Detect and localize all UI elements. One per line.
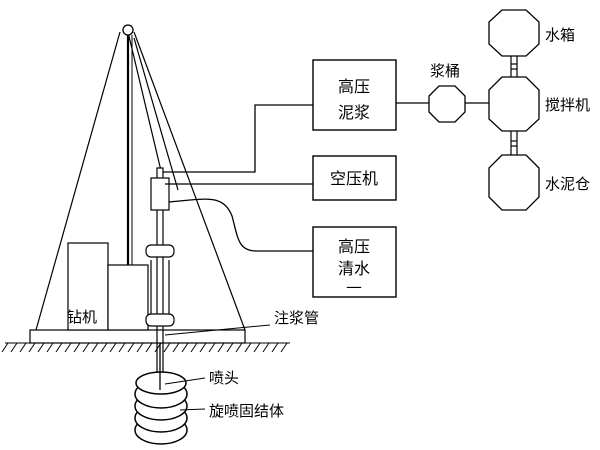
- derrick: [35, 31, 246, 331]
- nozzle-label: 喷头: [209, 369, 239, 387]
- grout-pipe: [145, 167, 175, 385]
- air-compressor-label: 空压机: [330, 169, 378, 188]
- ground: [1, 342, 290, 353]
- pulley: [122, 24, 134, 36]
- ground-hatch: [55, 342, 63, 353]
- tank-links: [465, 56, 518, 155]
- ground-hatch: [118, 342, 126, 353]
- leader-lines: [164, 324, 271, 411]
- supply-lines: [163, 104, 313, 252]
- ground-hatch: [217, 342, 225, 353]
- tanks: [428, 9, 540, 211]
- ground-hatch: [253, 342, 261, 353]
- cement-silo: [488, 154, 540, 211]
- ground-hatch: [271, 342, 279, 353]
- jet-grout-body-label: 旋喷固结体: [209, 402, 284, 420]
- ground-hatch: [127, 342, 135, 353]
- ground-hatch: [262, 342, 270, 353]
- high-pressure-water-line3: —: [346, 277, 362, 296]
- ground-hatch: [190, 342, 198, 353]
- high-pressure-water-box: [312, 226, 397, 298]
- high-pressure-slurry-line1: 高压: [338, 77, 370, 96]
- water-tank-label: 水箱: [545, 26, 575, 44]
- ground-hatch: [181, 342, 189, 353]
- ground-hatch: [37, 342, 45, 353]
- jet-grout-body: [134, 343, 188, 445]
- ground-hatch: [208, 342, 216, 353]
- ground-hatch: [199, 342, 207, 353]
- ground-hatch: [73, 342, 81, 353]
- ground-hatch: [136, 342, 144, 353]
- ground-hatch: [280, 342, 288, 353]
- ground-hatch: [235, 342, 243, 353]
- drill-rig-label: 钻机: [67, 308, 97, 326]
- ground-hatch: [1, 342, 9, 353]
- water-tank: [488, 9, 540, 57]
- high-pressure-water-line1: 高压: [338, 237, 370, 256]
- high-pressure-slurry-line2: 泥浆: [338, 103, 370, 122]
- ground-hatch: [82, 342, 90, 353]
- ground-hatch: [172, 342, 180, 353]
- ground-hatch: [28, 342, 36, 353]
- ground-hatch: [19, 342, 27, 353]
- ground-hatch: [226, 342, 234, 353]
- ground-hatch: [145, 342, 153, 353]
- rig-base: [29, 329, 246, 344]
- ground-hatch: [163, 342, 171, 353]
- ground-hatch: [10, 342, 18, 353]
- slurry-bucket-label: 浆桶: [430, 62, 460, 80]
- high-pressure-water-line2: 清水: [338, 259, 370, 278]
- cement-silo-label: 水泥仓: [545, 175, 590, 193]
- ground-hatch: [109, 342, 117, 353]
- high-pressure-slurry-box: [312, 59, 397, 131]
- ground-hatch: [91, 342, 99, 353]
- ground-hatch: [244, 342, 252, 353]
- drill-rig: [67, 242, 149, 331]
- air-compressor-box: [312, 155, 397, 201]
- ground-hatch: [46, 342, 54, 353]
- grout-pipe-label: 注浆管: [274, 309, 319, 327]
- ground-hatch: [64, 342, 72, 353]
- mixer: [488, 76, 540, 132]
- ground-hatch: [100, 342, 108, 353]
- mixer-label: 搅拌机: [545, 96, 590, 114]
- slurry-bucket: [428, 85, 466, 123]
